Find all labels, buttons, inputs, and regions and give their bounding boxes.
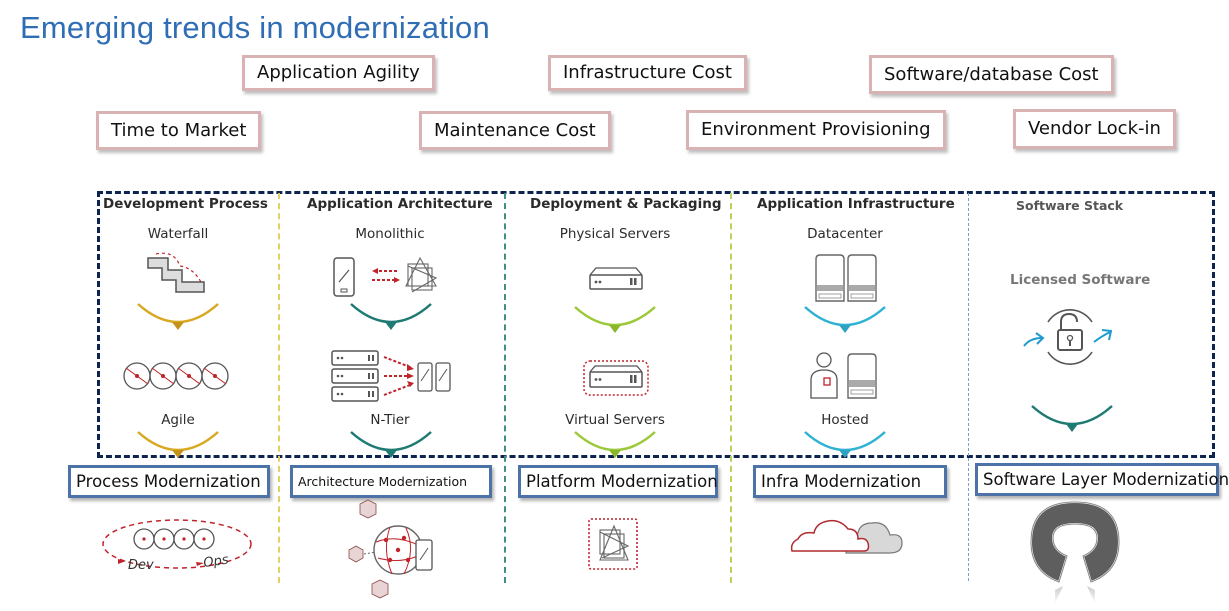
column-separator	[968, 193, 969, 581]
container-icon	[588, 518, 638, 570]
driver-time-to-market: Time to Market	[96, 111, 262, 150]
modernization-architecture: Architecture Modernization	[290, 465, 492, 498]
cloud-icon	[790, 519, 903, 554]
column-separator	[278, 193, 280, 583]
label-physical-servers: Physical Servers	[559, 226, 671, 242]
column-heading-deployment-packaging: Deployment & Packaging	[530, 196, 722, 212]
transition-arc-icon	[804, 306, 886, 333]
driver-label: Time to Market	[111, 120, 247, 141]
dev-label: Dev	[128, 558, 154, 573]
devops-loop-icon: Dev Ops	[102, 519, 252, 573]
driver-label: Software/database Cost	[884, 64, 1099, 85]
transition-arc-icon	[350, 431, 432, 458]
driver-environment-provisioning: Environment Provisioning	[686, 110, 946, 150]
label-n-tier: N-Tier	[370, 412, 410, 428]
driver-software-database-cost: Software/database Cost	[869, 55, 1114, 94]
driver-vendor-lock-in: Vendor Lock-in	[1013, 109, 1176, 149]
transition-arc-icon	[574, 306, 656, 333]
driver-label: Infrastructure Cost	[563, 62, 732, 83]
modernization-label: Software Layer Modernization	[983, 470, 1229, 489]
label-virtual-servers: Virtual Servers	[565, 412, 665, 428]
label-datacenter: Datacenter	[807, 226, 883, 242]
hosted-icon	[810, 352, 877, 399]
driver-infrastructure-cost: Infrastructure Cost	[548, 55, 747, 91]
monolith-app-icon	[333, 256, 438, 297]
modernization-label: Architecture Modernization	[298, 474, 468, 489]
agile-circles-icon	[123, 362, 229, 390]
column-heading-development-process: Development Process	[103, 196, 268, 212]
datacenter-icon	[815, 254, 877, 302]
modernization-software-layer: Software Layer Modernization	[975, 463, 1229, 496]
modernization-label: Platform Modernization	[526, 472, 718, 491]
label-agile: Agile	[161, 412, 195, 428]
microservices-globe-icon	[348, 499, 433, 599]
current-state-frame	[97, 191, 1215, 458]
transition-arc-icon	[574, 431, 656, 458]
label-hosted: Hosted	[821, 412, 869, 428]
label-licensed-software: Licensed Software	[1010, 272, 1151, 288]
transition-arc-icon	[350, 303, 432, 330]
column-heading-software-stack: Software Stack	[1016, 198, 1124, 213]
ops-label: Ops	[202, 553, 229, 571]
waterfall-stairs-icon	[147, 252, 205, 293]
column-heading-application-architecture: Application Architecture	[307, 196, 493, 212]
driver-label: Environment Provisioning	[701, 119, 931, 140]
transition-arc-icon	[137, 303, 219, 330]
column-separator	[730, 193, 732, 583]
label-waterfall: Waterfall	[147, 226, 209, 242]
driver-label: Maintenance Cost	[434, 120, 596, 141]
column-heading-application-infrastructure: Application Infrastructure	[757, 196, 955, 212]
open-source-icon	[1029, 500, 1121, 604]
virtual-server-icon	[583, 360, 649, 396]
physical-server-icon	[589, 267, 643, 290]
modernization-label: Infra Modernization	[761, 472, 922, 491]
driver-label: Application Agility	[257, 62, 420, 83]
page-title: Emerging trends in modernization	[20, 10, 490, 45]
driver-application-agility: Application Agility	[242, 55, 435, 91]
unlock-icon	[1023, 309, 1113, 365]
transition-arc-icon	[1031, 405, 1113, 432]
modernization-platform: Platform Modernization	[518, 465, 718, 498]
modernization-infra: Infra Modernization	[753, 465, 947, 498]
transition-arc-icon	[137, 431, 219, 458]
transition-arc-icon	[804, 431, 886, 458]
driver-label: Vendor Lock-in	[1028, 118, 1161, 139]
label-monolithic: Monolithic	[355, 226, 425, 242]
modernization-process: Process Modernization	[68, 465, 270, 498]
column-separator	[504, 193, 506, 583]
driver-maintenance-cost: Maintenance Cost	[419, 111, 611, 150]
modernization-label: Process Modernization	[76, 472, 261, 491]
n-tier-servers-icon	[331, 350, 451, 402]
